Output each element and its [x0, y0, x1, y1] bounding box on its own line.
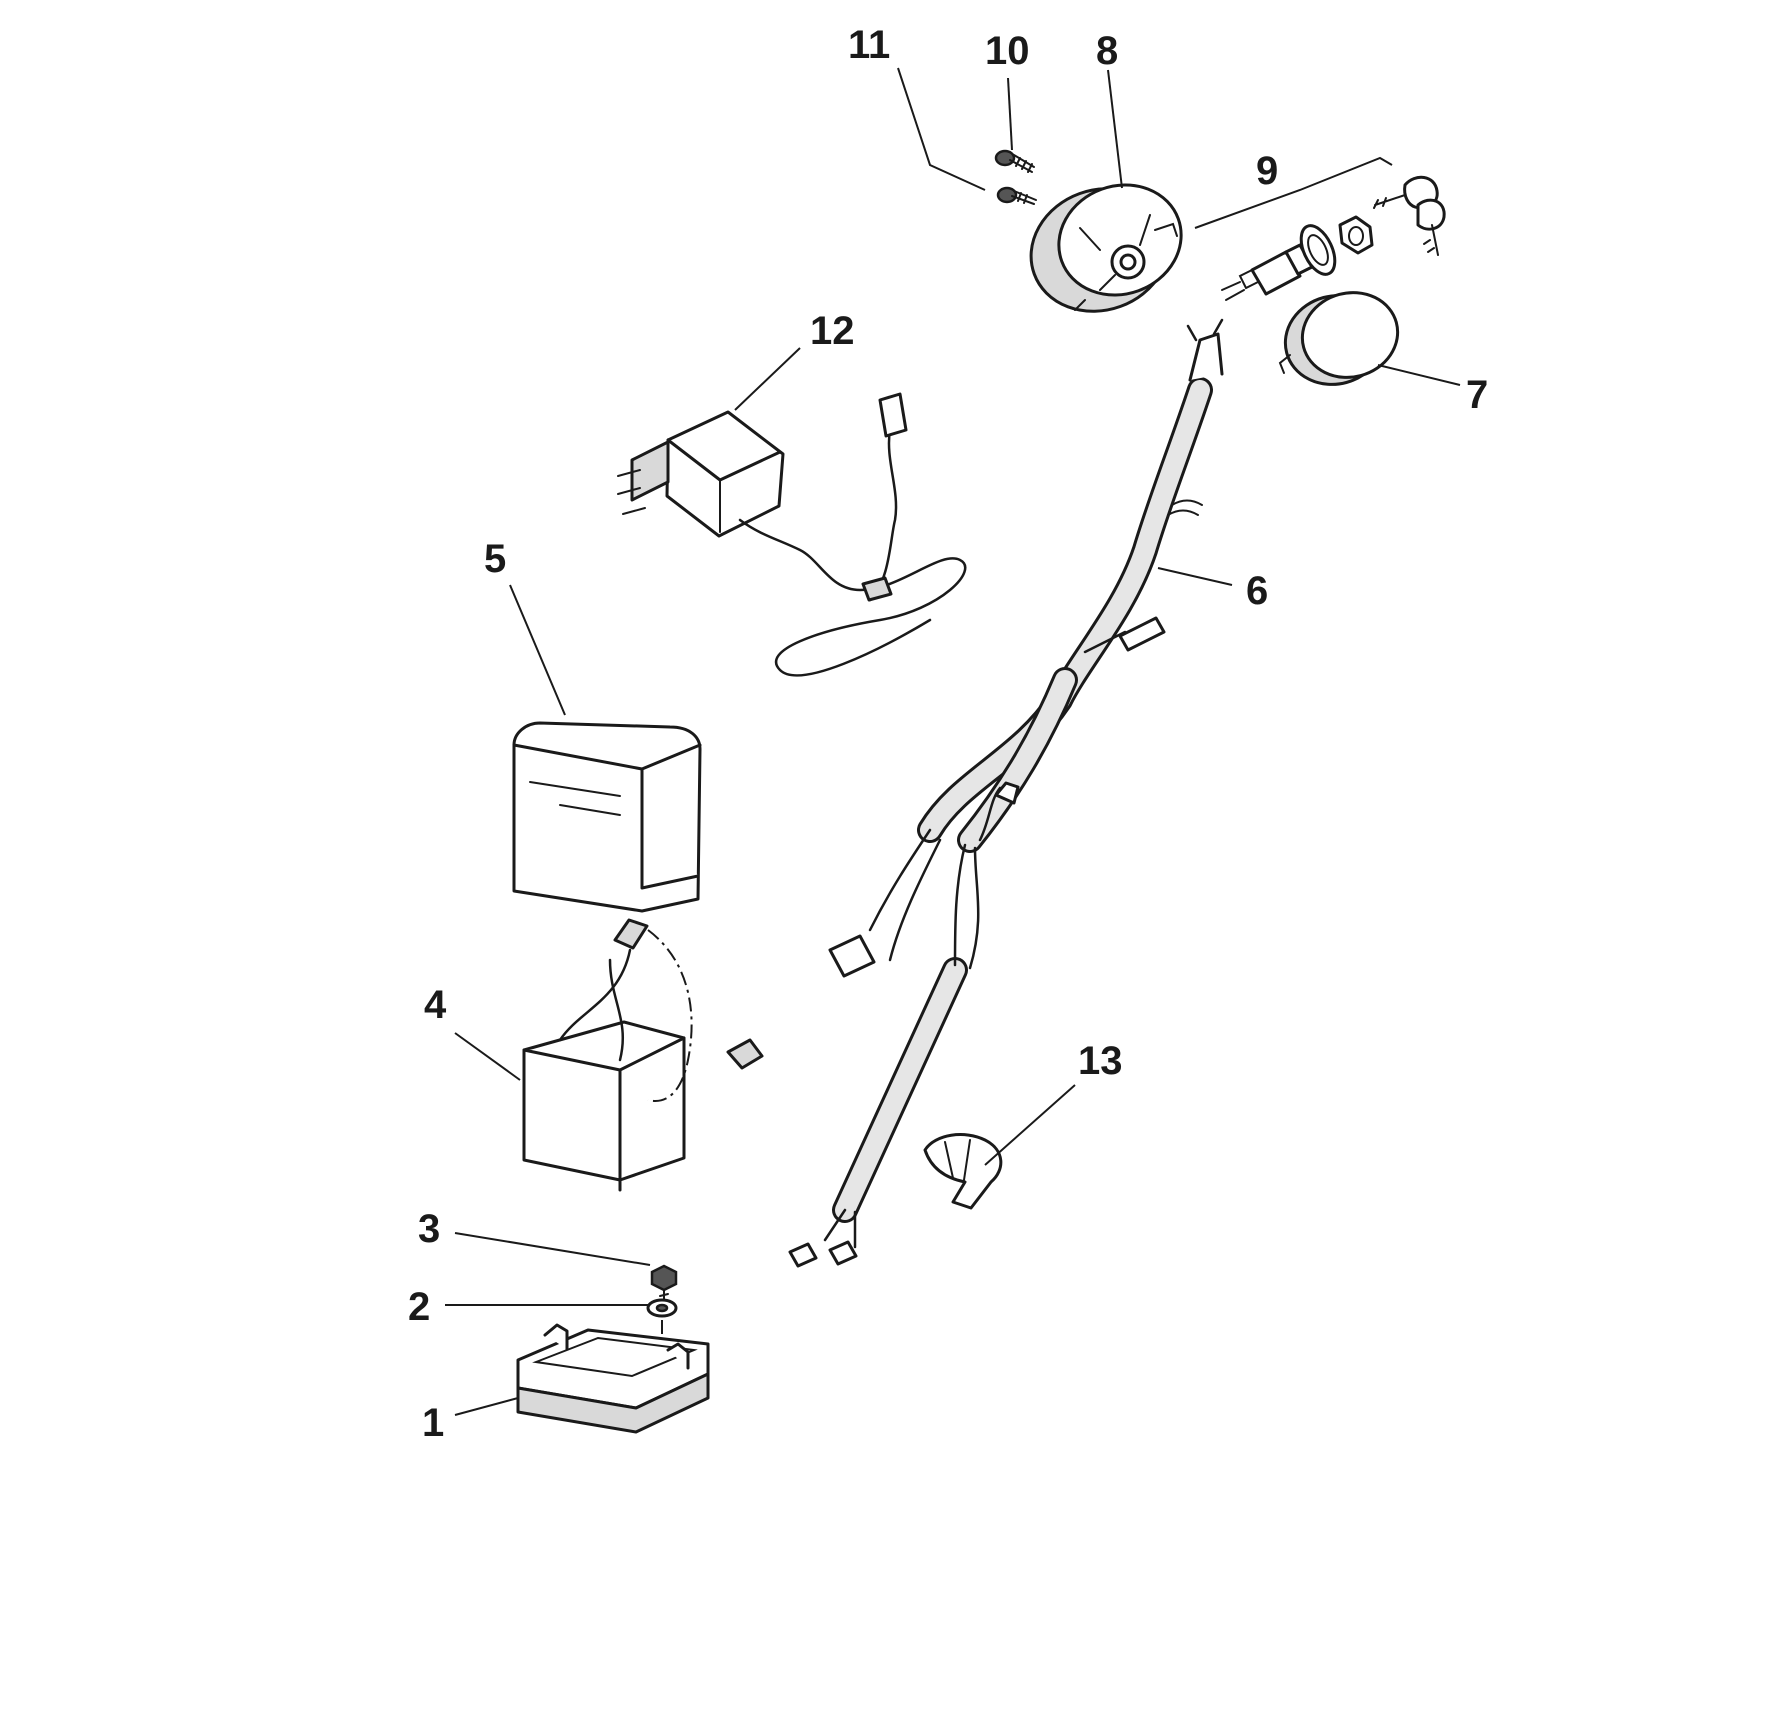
part-11-screw [996, 186, 1037, 205]
part-10-screw [994, 149, 1035, 173]
callout-1: 1 [422, 1401, 444, 1445]
part-7-cover-cap [1278, 291, 1400, 386]
part-9-key-switch-set [1221, 175, 1446, 301]
part-13-cable-clip [923, 1133, 1003, 1210]
callout-11: 11 [848, 23, 890, 67]
callout-12: 12 [810, 309, 855, 353]
part-8-switch-housing [1029, 183, 1183, 313]
part-4-battery [522, 918, 764, 1192]
callout-10: 10 [985, 29, 1030, 73]
part-6-wiring-harness [788, 318, 1224, 1268]
leader-lines [445, 67, 1461, 1416]
callout-2: 2 [408, 1285, 430, 1329]
callout-3: 3 [418, 1207, 440, 1251]
callout-7: 7 [1466, 373, 1488, 417]
callout-8: 8 [1096, 29, 1118, 73]
callout-6: 6 [1246, 569, 1268, 613]
callout-9: 9 [1256, 149, 1278, 193]
part-1-battery-tray [516, 1323, 710, 1434]
callout-labels: 11 10 8 9 7 6 12 5 4 3 2 1 13 [408, 23, 1488, 1445]
part-12-battery-charger [617, 392, 967, 677]
callout-4: 4 [424, 983, 447, 1027]
part-5-battery-cover [512, 721, 702, 913]
callout-5: 5 [484, 537, 506, 581]
callout-13: 13 [1078, 1039, 1123, 1083]
